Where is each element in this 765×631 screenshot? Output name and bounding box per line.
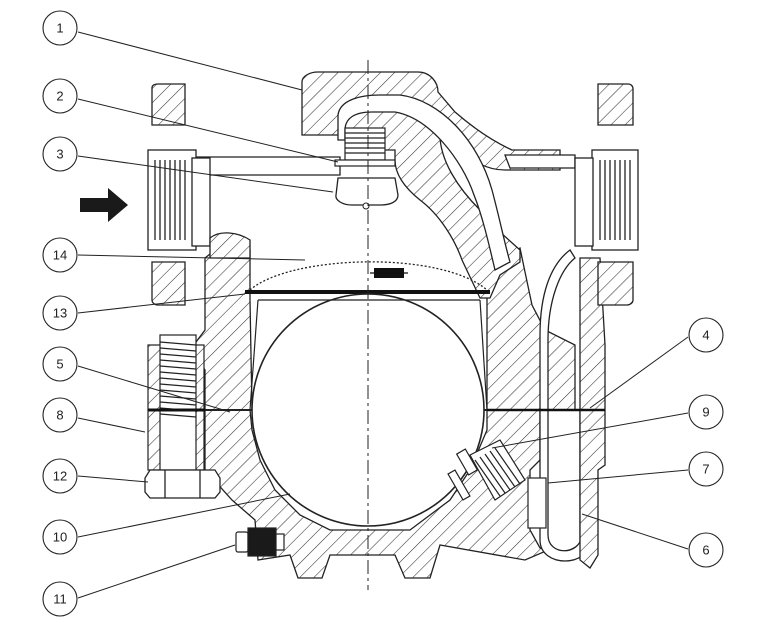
svg-text:9: 9 <box>702 405 709 420</box>
svg-text:7: 7 <box>702 462 709 477</box>
callout-3: 3 <box>42 136 78 172</box>
callout-2: 2 <box>42 78 78 114</box>
svg-text:6: 6 <box>702 543 709 558</box>
callout-4: 4 <box>688 317 724 353</box>
svg-text:12: 12 <box>53 469 67 484</box>
svg-text:13: 13 <box>53 306 67 321</box>
callout-12: 12 <box>42 458 78 494</box>
drain-plug <box>235 527 285 557</box>
outlet-flange <box>574 83 639 306</box>
svg-text:4: 4 <box>702 328 709 343</box>
callout-9: 9 <box>688 394 724 430</box>
callout-14: 14 <box>42 237 78 273</box>
callout-10: 10 <box>42 519 78 555</box>
callout-13: 13 <box>42 295 78 331</box>
callout-7: 7 <box>688 451 724 487</box>
callout-5: 5 <box>42 346 78 382</box>
svg-text:14: 14 <box>53 248 67 263</box>
callout-11: 11 <box>42 581 78 617</box>
callout-6: 6 <box>688 532 724 568</box>
hex-nut <box>144 469 221 499</box>
callout-1: 1 <box>42 10 78 46</box>
svg-text:1: 1 <box>56 21 63 36</box>
flow-direction-arrow <box>80 188 128 222</box>
callout-8: 8 <box>42 397 78 433</box>
svg-text:11: 11 <box>53 592 67 607</box>
svg-text:8: 8 <box>56 408 63 423</box>
inlet-thread <box>154 160 186 240</box>
air-vent-valve <box>335 177 399 206</box>
svg-text:2: 2 <box>56 89 63 104</box>
air-vent-bellows <box>334 127 396 167</box>
cover-bolt <box>147 334 205 471</box>
screen-spring <box>370 268 408 278</box>
strainer-screen <box>249 261 488 291</box>
main-valve-seat <box>447 439 526 501</box>
callout-leaders <box>77 31 689 599</box>
svg-text:5: 5 <box>56 357 63 372</box>
svg-text:10: 10 <box>53 530 67 545</box>
inlet-flange <box>147 83 251 306</box>
svg-text:3: 3 <box>56 147 63 162</box>
outlet-orifice <box>527 477 547 529</box>
outlet-thread <box>599 160 631 240</box>
